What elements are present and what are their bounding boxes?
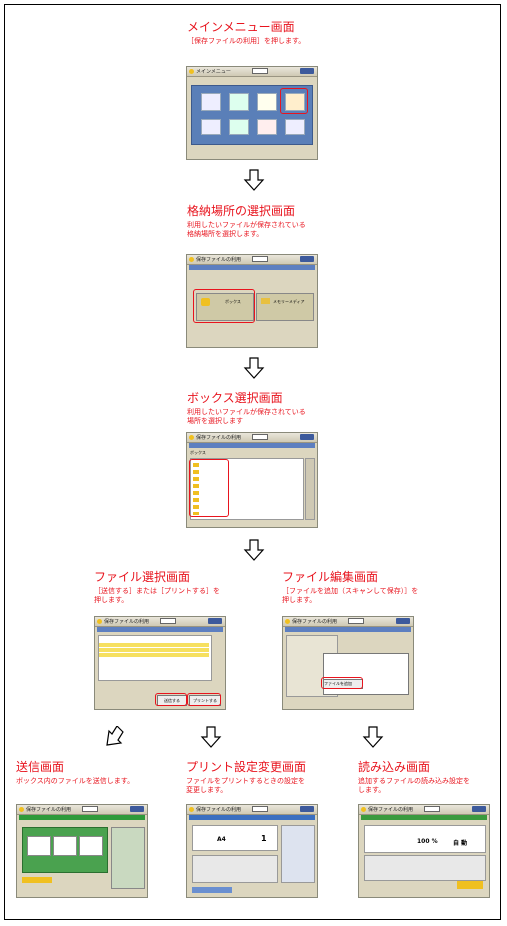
main-menu-title: メインメニュー画面 <box>187 20 295 34</box>
box-list-highlight <box>189 459 229 517</box>
box-folder-icons <box>193 463 199 515</box>
copy-icon <box>201 93 221 111</box>
down-arrow-icon <box>243 539 265 561</box>
scan-send-icon <box>229 93 249 111</box>
scan-desc-1: 追加するファイルの読み込み設定を <box>358 777 470 785</box>
scan-save-icon <box>257 93 277 111</box>
file-select-title: ファイル選択画面 <box>94 570 191 584</box>
memory-card-icon <box>261 298 270 304</box>
send-highlight <box>155 693 187 706</box>
scan-title: 読み込み画面 <box>358 760 431 774</box>
scan-mode: 自 動 <box>453 840 468 847</box>
scan-settings-panel: 100 % 自 動 <box>364 825 486 853</box>
send-screenshot: 保存ファイルの利用 <box>16 804 148 898</box>
file-list <box>98 635 212 681</box>
memory-media-label: メモリーメディア <box>273 299 305 304</box>
paper-size: A4 <box>217 836 226 843</box>
down-arrow-icon <box>200 726 222 748</box>
diagram-frame <box>4 4 501 920</box>
print-functions-panel <box>192 855 278 883</box>
scan-desc-2: します。 <box>358 786 386 794</box>
remote-icon <box>285 119 305 135</box>
box-bar-label: 保存ファイルの利用 <box>196 435 242 441</box>
down-left-arrow-icon <box>106 726 124 746</box>
file-row-selected <box>99 653 209 657</box>
cancel-button[interactable] <box>192 887 232 893</box>
box-highlight <box>193 289 255 323</box>
location-bar-label: 保存ファイルの利用 <box>196 257 242 263</box>
file-edit-desc-2: 押します。 <box>282 596 317 604</box>
scan-header <box>361 815 487 820</box>
copy-count: 1 <box>261 834 267 843</box>
location-screenshot: 保存ファイルの利用 ボックス メモリーメディア <box>186 254 318 348</box>
scan-screenshot: 保存ファイルの利用 100 % 自 動 <box>358 804 490 898</box>
send-settings-panel <box>111 827 145 889</box>
fax-icon <box>201 119 221 135</box>
folder-icon <box>201 298 210 306</box>
print-options-panel <box>281 825 315 883</box>
main-menu-screenshot: メインメニュー <box>186 66 318 160</box>
file-edit-desc-1: ［ファイルを追加（スキャンして保存）］を <box>282 587 419 595</box>
print-bar-label: 保存ファイルの利用 <box>196 807 242 813</box>
location-desc-1: 利用したいファイルが保存されている <box>187 221 306 229</box>
print-title: プリント設定変更画面 <box>186 760 307 774</box>
file-edit-bar-label: 保存ファイルの利用 <box>292 619 338 625</box>
print-screenshot: 保存ファイルの利用 A4 1 <box>186 804 318 898</box>
print-settings-panel: A4 1 <box>192 825 278 851</box>
main-menu-bar-label: メインメニュー <box>196 69 231 75</box>
box-title: ボックス選択画面 <box>187 391 283 405</box>
print-header <box>189 815 315 820</box>
file-select-desc-1: ［送信する］または［プリントする］を <box>94 587 220 595</box>
scan-bar-label: 保存ファイルの利用 <box>368 807 414 813</box>
file-select-desc-2: 押します。 <box>94 596 129 604</box>
file-select-screenshot: 保存ファイルの利用 送信する プリントする <box>94 616 226 710</box>
send-desc: ボックス内のファイルを送信します。 <box>16 777 135 785</box>
address-book-icon <box>27 836 51 856</box>
box-desc-2: 場所を選択します <box>187 417 243 425</box>
box-scrollbar <box>305 458 315 520</box>
print-desc-2: 変更します。 <box>186 786 228 794</box>
send-bar-label: 保存ファイルの利用 <box>26 807 72 813</box>
down-arrow-icon <box>362 726 384 748</box>
print-highlight <box>187 693 221 706</box>
scan-functions-panel <box>364 855 486 881</box>
box-list <box>190 458 304 520</box>
box-screenshot: 保存ファイルの利用 ボックス <box>186 432 318 528</box>
start-button[interactable] <box>22 877 52 883</box>
one-touch-icon <box>53 836 77 856</box>
down-arrow-icon <box>243 357 265 379</box>
file-row-selected <box>99 648 209 652</box>
scan-ratio: 100 % <box>417 838 438 845</box>
destination-panel <box>22 827 108 873</box>
main-menu-desc: ［保存ファイルの利用］を押します。 <box>187 37 306 45</box>
location-title: 格納場所の選択画面 <box>187 204 296 218</box>
send-header <box>19 815 145 820</box>
box-option-label: ボックス <box>225 299 241 304</box>
file-select-bar-label: 保存ファイルの利用 <box>104 619 150 625</box>
box-column-header: ボックス <box>190 450 206 455</box>
tool-icon <box>257 119 277 135</box>
down-arrow-icon <box>243 169 265 191</box>
location-desc-2: 格納場所を選択します。 <box>187 230 264 238</box>
add-file-highlight <box>321 677 363 689</box>
new-destination-icon <box>79 836 103 856</box>
scan-start-button[interactable] <box>457 881 483 889</box>
box-desc-1: 利用したいファイルが保存されている <box>187 408 306 416</box>
stored-files-icon <box>285 93 305 111</box>
stored-files-highlight <box>280 88 308 114</box>
print-icon <box>229 119 249 135</box>
file-edit-title: ファイル編集画面 <box>282 570 379 584</box>
memory-media-option: メモリーメディア <box>256 293 314 321</box>
print-desc-1: ファイルをプリントするときの設定を <box>186 777 305 785</box>
file-row-selected <box>99 643 209 647</box>
box-option: ボックス <box>196 293 254 321</box>
send-title: 送信画面 <box>16 760 65 774</box>
file-edit-screenshot: 保存ファイルの利用 ファイルを追加 <box>282 616 414 710</box>
